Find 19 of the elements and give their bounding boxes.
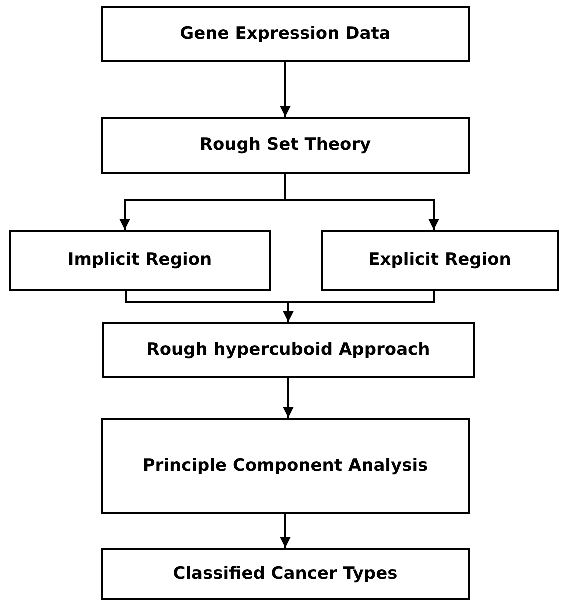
- arrow: [280, 62, 291, 117]
- box-label: Rough hypercuboid Approach: [146, 338, 432, 362]
- process-box: [101, 418, 470, 514]
- box-label: Principle Component Analysis: [142, 454, 430, 478]
- box-label: Classified Cancer Types: [172, 562, 399, 586]
- process-box: [101, 548, 470, 600]
- process-box: [101, 117, 470, 174]
- process-box: [101, 6, 470, 62]
- process-box: [321, 230, 559, 291]
- box-label: Implicit Region: [66, 249, 214, 272]
- arrow: [283, 291, 435, 322]
- process-box: [102, 322, 475, 378]
- arrow: [280, 514, 291, 548]
- arrow: [284, 174, 440, 230]
- box-label: Gene Expression Data: [179, 22, 392, 46]
- box-label: Explicit Region: [368, 249, 512, 272]
- process-box: [9, 230, 271, 291]
- box-label: Rough Set Theory: [198, 134, 372, 158]
- arrow: [283, 378, 294, 418]
